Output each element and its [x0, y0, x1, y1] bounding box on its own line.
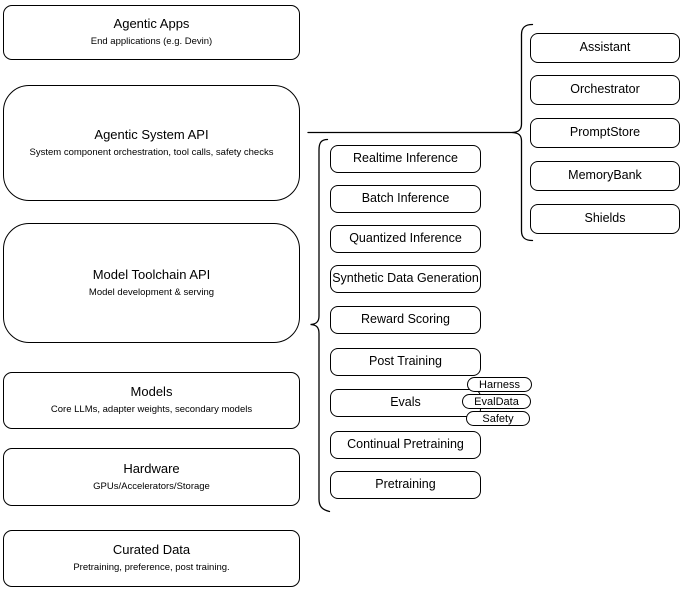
node-subtitle: Pretraining, preference, post training. [73, 562, 230, 574]
node-label: Batch Inference [361, 191, 450, 206]
node-shields: Shields [530, 204, 680, 234]
node-title: Hardware [123, 460, 180, 476]
node-curated-data: Curated Data Pretraining, preference, po… [3, 530, 300, 587]
node-orchestrator: Orchestrator [530, 75, 680, 105]
node-label: Assistant [579, 40, 631, 55]
node-title: Models [130, 384, 173, 400]
node-label: PromptStore [569, 125, 641, 140]
node-label: Pretraining [375, 477, 436, 492]
node-label: Reward Scoring [361, 312, 450, 327]
node-continual-pretraining: Continual Pretraining [330, 431, 481, 459]
tag-label: Safety [482, 412, 514, 425]
node-title: Model Toolchain API [92, 266, 211, 282]
node-title: Agentic System API [94, 126, 209, 142]
node-label: Realtime Inference [353, 151, 458, 166]
node-memorybank: MemoryBank [530, 161, 680, 191]
node-label: Continual Pretraining [347, 437, 464, 452]
node-hardware: Hardware GPUs/Accelerators/Storage [3, 448, 300, 506]
node-model-toolchain-api: Model Toolchain API Model development & … [3, 223, 300, 343]
node-assistant: Assistant [530, 33, 680, 63]
node-title: Curated Data [112, 542, 191, 558]
node-subtitle: System component orchestration, tool cal… [29, 146, 274, 158]
node-label: Shields [584, 211, 626, 226]
node-reward-scoring: Reward Scoring [330, 306, 481, 334]
node-subtitle: GPUs/Accelerators/Storage [93, 480, 210, 492]
node-realtime-inference: Realtime Inference [330, 145, 481, 173]
node-agentic-apps: Agentic Apps End applications (e.g. Devi… [3, 5, 300, 60]
node-agentic-system-api: Agentic System API System component orch… [3, 85, 300, 201]
tag-safety: Safety [466, 411, 530, 426]
brace-middle-column [310, 138, 331, 513]
tag-label: EvalData [474, 395, 519, 408]
node-subtitle: End applications (e.g. Devin) [90, 36, 213, 48]
node-pretraining: Pretraining [330, 471, 481, 499]
node-post-training: Post Training [330, 348, 481, 376]
node-label: Synthetic Data Generation [332, 271, 479, 286]
node-batch-inference: Batch Inference [330, 185, 481, 213]
tag-harness: Harness [467, 377, 532, 392]
node-models: Models Core LLMs, adapter weights, secon… [3, 372, 300, 429]
tag-evaldata: EvalData [462, 394, 531, 409]
node-subtitle: Model development & serving [88, 286, 215, 298]
node-subtitle: Core LLMs, adapter weights, secondary mo… [50, 404, 253, 416]
node-label: Evals [390, 395, 421, 410]
node-label: Quantized Inference [349, 231, 462, 246]
node-label: Orchestrator [570, 82, 640, 97]
brace-right-column [511, 23, 534, 242]
node-label: MemoryBank [568, 168, 642, 183]
node-quantized-inference: Quantized Inference [330, 225, 481, 253]
node-promptstore: PromptStore [530, 118, 680, 148]
node-evals: Evals [330, 389, 481, 417]
node-synthetic-data-generation: Synthetic Data Generation [330, 265, 481, 293]
node-label: Post Training [369, 354, 442, 369]
tag-label: Harness [479, 378, 520, 391]
node-title: Agentic Apps [113, 16, 190, 32]
